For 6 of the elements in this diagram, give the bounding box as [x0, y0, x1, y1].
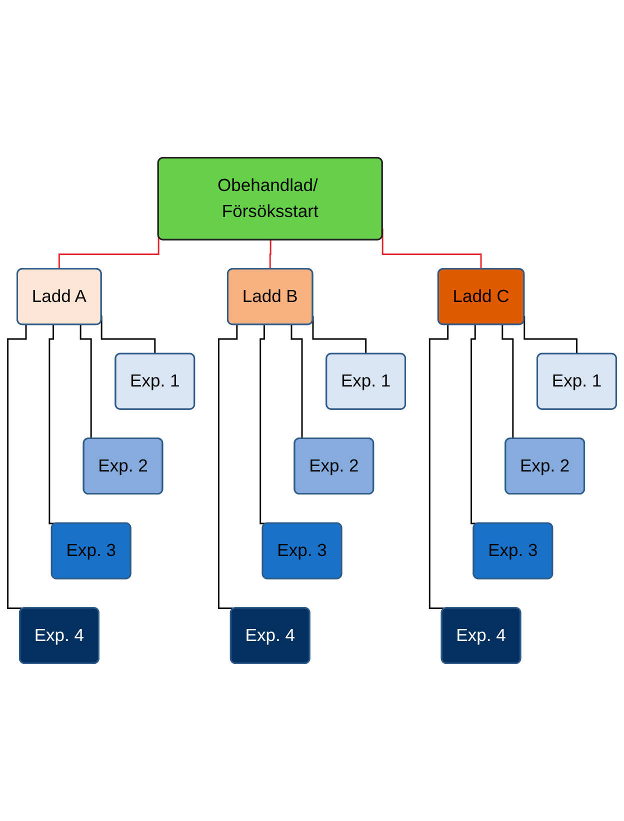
connector	[524, 316, 578, 355]
connector	[269, 240, 272, 270]
connector	[312, 316, 367, 355]
connector	[218, 324, 238, 609]
connector	[7, 324, 27, 609]
connector	[428, 324, 449, 609]
